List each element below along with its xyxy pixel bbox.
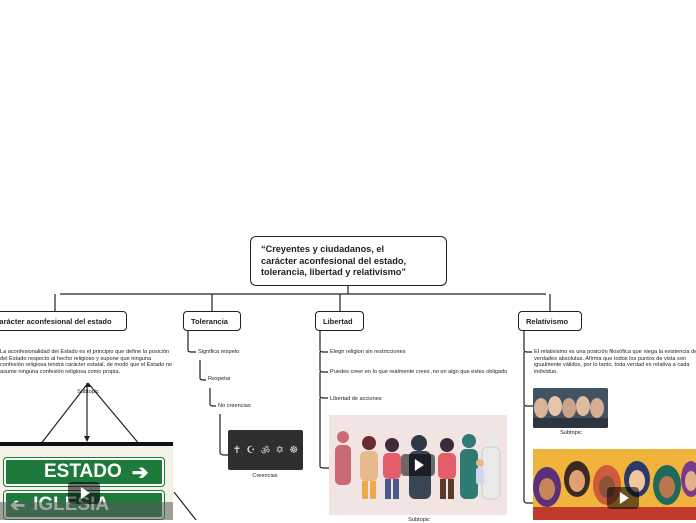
topic-tolerancia[interactable]: Tolerancia xyxy=(183,311,241,331)
tolerancia-item-respetar[interactable]: Respetar xyxy=(208,376,231,382)
dharma-wheel-icon: ☸ xyxy=(289,444,299,456)
topic-libertad[interactable]: Libertad xyxy=(315,311,364,331)
aconfesional-description[interactable]: La aconfesionalidad del Estado es el pri… xyxy=(0,349,172,375)
relativismo-faces-image[interactable] xyxy=(533,388,608,428)
topic-tolerancia-label: Tolerancia xyxy=(191,316,228,326)
topic-aconfesional-label: Carácter aconfesional del estado xyxy=(0,316,112,326)
arrow-right-icon: ➔ xyxy=(131,461,149,484)
faces-illustration xyxy=(533,388,608,428)
religious-symbols-image[interactable]: ✝ ☪ ॐ ✡ ☸ xyxy=(228,430,303,470)
topic-libertad-label: Libertad xyxy=(323,316,353,326)
libertad-video-caption[interactable]: Subtopic xyxy=(408,517,430,523)
diverse-people-illustration xyxy=(533,449,696,520)
topic-relativismo[interactable]: Relativismo xyxy=(518,311,582,331)
play-video-icon[interactable] xyxy=(68,482,100,504)
tolerancia-image-caption[interactable]: Creencias xyxy=(252,473,278,479)
relativismo-image-caption[interactable]: Subtopic xyxy=(560,430,582,436)
root-title-line1: “Creyentes y ciudadanos, el xyxy=(261,244,385,254)
play-video-icon[interactable] xyxy=(607,487,639,509)
video-control-bar xyxy=(0,502,173,520)
sign-estado-label: ESTADO xyxy=(44,461,122,482)
libertad-item-creer[interactable]: Puedes creer en lo que realmente crees ,… xyxy=(330,369,508,375)
star-of-david-icon: ✡ xyxy=(275,444,284,456)
libertad-item-elegir[interactable]: Elegir religion sin restricciones xyxy=(330,349,406,355)
root-title-line3: tolerancia, libertad y relativismo” xyxy=(261,267,407,277)
estado-iglesia-sign-image[interactable]: ESTADO ➔ ➔ IGLESIA xyxy=(0,442,173,520)
relativismo-description[interactable]: El relativismo es una posición filosófic… xyxy=(534,349,696,375)
tolerancia-item-significa-respeto[interactable]: Significa respeto xyxy=(198,349,240,355)
crescent-icon: ☪ xyxy=(246,444,256,456)
topic-relativismo-label: Relativismo xyxy=(526,316,569,326)
libertad-item-acciones[interactable]: Libertad de acciones xyxy=(330,396,382,402)
om-icon: ॐ xyxy=(260,446,271,457)
sign-pole xyxy=(0,442,173,446)
tolerancia-item-no-creencias[interactable]: No creencias xyxy=(218,403,251,409)
people-illustration xyxy=(329,415,507,515)
root-topic[interactable]: “Creyentes y ciudadanos, el carácter aco… xyxy=(250,236,447,286)
cross-icon: ✝ xyxy=(232,444,242,456)
relativismo-diverse-people-video[interactable] xyxy=(533,449,696,520)
aconfesional-subtopic[interactable]: Subtopic xyxy=(77,389,99,395)
topic-aconfesional[interactable]: Carácter aconfesional del estado xyxy=(0,311,127,331)
play-video-icon[interactable] xyxy=(401,454,435,476)
libertad-people-video[interactable] xyxy=(329,415,507,515)
root-title-line2: carácter aconfesional del estado, xyxy=(261,255,407,266)
